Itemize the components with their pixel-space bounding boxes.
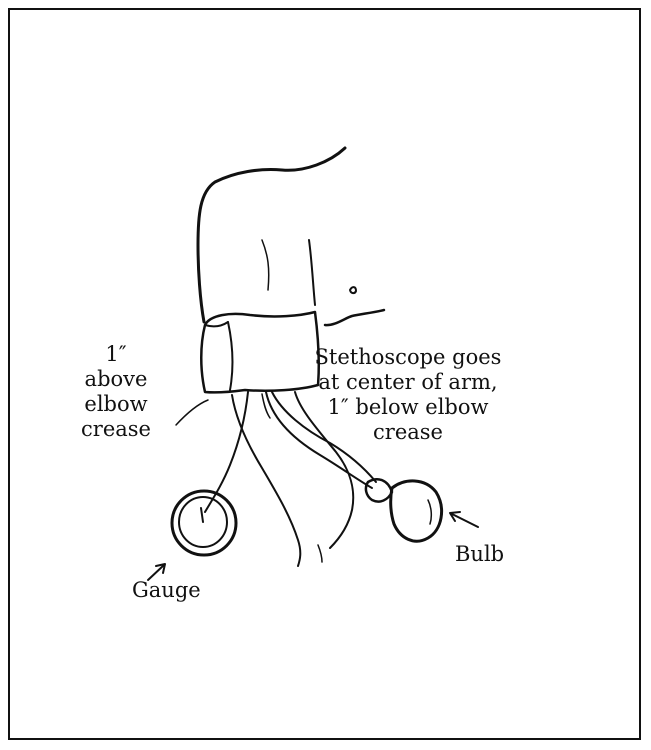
- cuff-fold: [228, 322, 232, 390]
- bulb-arrow-shaft: [452, 514, 478, 527]
- gauge-needle: [201, 508, 203, 522]
- cuff-label-line-2: above: [56, 367, 176, 392]
- stethoscope-dot: [350, 287, 356, 293]
- cuff-leader-line: [176, 400, 208, 425]
- forearm-mark: [318, 545, 322, 562]
- cuff-position-label: 1″ above elbow crease: [56, 342, 176, 442]
- steth-label-line-4: crease: [298, 420, 518, 445]
- stethoscope-line: [325, 310, 384, 325]
- cuff-label-line-4: crease: [56, 417, 176, 442]
- upper-arm-outline: [198, 148, 345, 322]
- upper-arm-inner-line: [262, 240, 269, 290]
- steth-label-line-2: at center of arm,: [298, 370, 518, 395]
- steth-label-line-1: Stethoscope goes: [298, 345, 518, 370]
- cuff-label-line-1: 1″: [56, 342, 176, 367]
- gauge-label: Gauge: [132, 578, 201, 603]
- bulb-valve: [366, 479, 392, 501]
- cuff-fold-edge: [205, 322, 228, 326]
- cuff-label-line-3: elbow: [56, 392, 176, 417]
- steth-label-line-3: 1″ below elbow: [298, 395, 518, 420]
- stethoscope-position-label: Stethoscope goes at center of arm, 1″ be…: [298, 345, 518, 445]
- upper-arm-back-line: [309, 240, 315, 305]
- forearm-left-edge: [232, 395, 300, 566]
- bulb-highlight: [428, 500, 431, 524]
- gauge-tube: [205, 392, 248, 512]
- elbow-crease-line: [262, 394, 270, 418]
- bulb-body: [391, 481, 442, 541]
- bulb-label: Bulb: [455, 542, 504, 567]
